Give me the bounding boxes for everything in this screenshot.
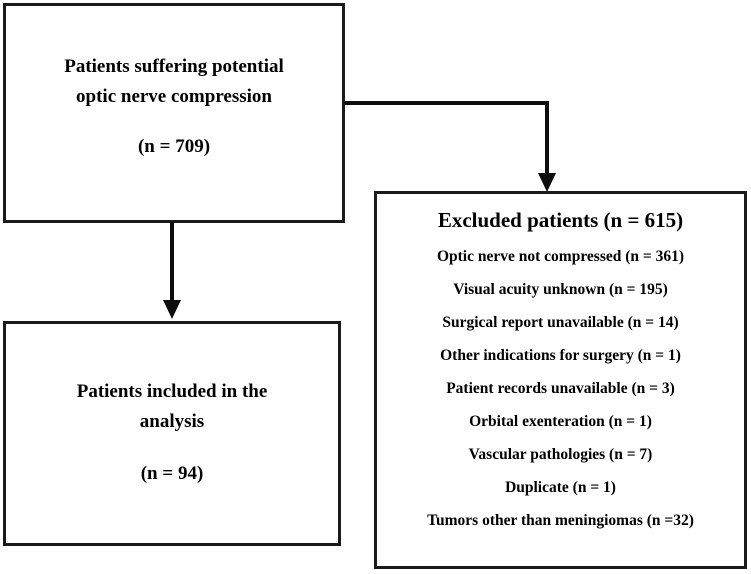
excluded-reason-3: Surgical report unavailable (n = 14) xyxy=(442,314,679,331)
connector-source-to-excluded-horizontal xyxy=(344,101,549,105)
arrowhead-included-icon xyxy=(163,300,181,319)
excluded-reason-2: Visual acuity unknown (n = 195) xyxy=(453,281,668,298)
excluded-reason-9: Tumors other than meningiomas (n =32) xyxy=(427,512,694,529)
node-included-patients: Patients included in the analysis (n = 9… xyxy=(3,321,341,546)
excluded-reason-7: Vascular pathologies (n = 7) xyxy=(468,446,653,463)
arrowhead-excluded-icon xyxy=(538,173,556,192)
excluded-reason-5: Patient records unavailable (n = 3) xyxy=(446,380,675,397)
excluded-reason-8: Duplicate (n = 1) xyxy=(505,479,616,496)
included-count: (n = 94) xyxy=(140,463,204,484)
node-source-patients: Patients suffering potential optic nerve… xyxy=(3,3,345,223)
connector-source-to-included-vertical xyxy=(170,222,174,302)
source-line-2: optic nerve compression xyxy=(76,86,272,107)
connector-source-to-excluded-vertical xyxy=(545,101,549,177)
excluded-reason-1: Optic nerve not compressed (n = 361) xyxy=(436,248,685,265)
included-line-2: analysis xyxy=(139,411,205,432)
included-line-1: Patients included in the xyxy=(76,381,268,402)
source-line-1: Patients suffering potential xyxy=(64,56,284,77)
excluded-title: Excluded patients (n = 615) xyxy=(437,208,684,232)
source-count: (n = 709) xyxy=(137,136,211,157)
excluded-reason-4: Other indications for surgery (n = 1) xyxy=(440,347,681,364)
node-excluded-patients: Excluded patients (n = 615) Optic nerve … xyxy=(374,191,747,569)
excluded-reason-6: Orbital exenteration (n = 1) xyxy=(469,413,652,430)
